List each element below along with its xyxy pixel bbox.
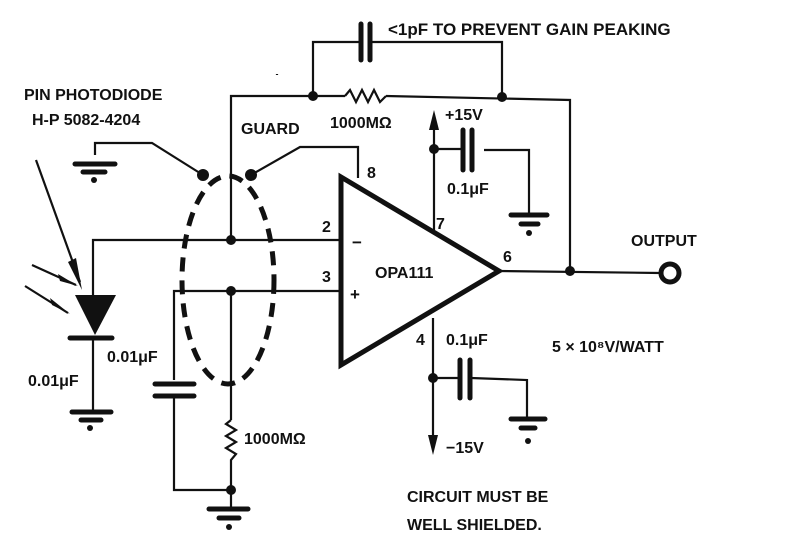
photodiode [67,295,116,431]
pin-4-label: 4 [416,332,425,349]
pos-bypass-cap-label: 0.1μF [447,181,489,198]
photodiode-name: PIN PHOTODIODE [24,87,163,104]
feedback-resistor [229,87,572,270]
bias-resistor [206,419,251,530]
plus-sign: + [350,285,360,304]
pin-2-label: 2 [322,219,331,236]
note-line-2: WELL SHIELDED. [407,517,542,534]
output-label: OUTPUT [631,233,697,250]
photodiode-part: H-P 5082-4204 [32,112,140,129]
pin-3-label: 3 [322,269,331,286]
light-arrows [24,159,82,314]
bias-resistor-label: 1000MΩ [244,431,306,448]
minus-sign: − [352,233,362,252]
input-capacitor [152,381,231,492]
pin-8-label: 8 [367,165,376,182]
pin-6-label: 6 [503,249,512,266]
positive-supply [429,110,550,236]
gain-label: 5 × 10⁸V/WATT [552,339,664,356]
guard-ring [179,173,277,387]
feedback-cap-label: <1pF TO PREVENT GAIN PEAKING [388,20,671,39]
pos-supply-label: +15V [445,107,483,124]
diode-cap-label: 0.01μF [28,373,79,390]
feedback-resistor-label: 1000MΩ [330,115,392,132]
negative-supply [428,318,548,455]
opamp-triangle [338,172,504,370]
neg-bypass-cap-label: 0.1μF [446,332,488,349]
note-line-1: CIRCUIT MUST BE [407,489,549,506]
noninverting-input-wire [172,286,340,420]
feedback-capacitor [311,21,504,96]
pin-7-label: 7 [436,216,445,233]
opamp-label: OPA111 [375,265,434,282]
neg-supply-label: −15V [446,440,484,457]
guard-label: GUARD [241,121,300,138]
input-cap-label: 0.01μF [107,349,158,366]
guard-connections [72,141,360,183]
inverting-input-wire [91,74,340,300]
output-node [498,261,682,285]
